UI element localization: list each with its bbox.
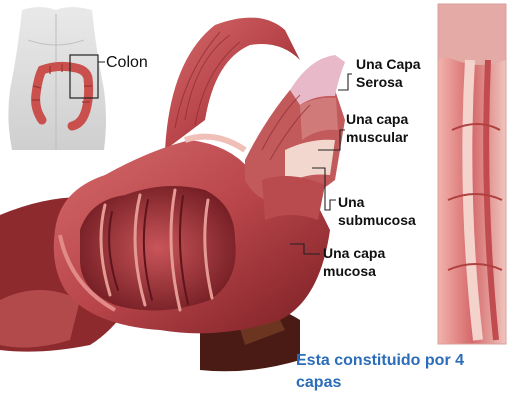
muscular-label-line-1: Una capa <box>346 110 408 128</box>
submucosa-label: Una submucosa <box>338 193 416 229</box>
muscular-label-line-2: muscular <box>346 128 408 146</box>
submucosa-label-line-1: Una <box>338 193 416 211</box>
mucosa-label-line-2: mucosa <box>323 262 385 280</box>
serosa-label-line-2: Serosa <box>356 73 421 91</box>
serosa-label: Una Capa Serosa <box>356 55 421 91</box>
caption: Esta constituido por 4 capas <box>296 350 464 394</box>
caption-line-2: capas <box>296 372 464 394</box>
colon-label: Colon <box>106 54 148 72</box>
mucosa-label-line-1: Una capa <box>323 244 385 262</box>
submucosa-label-line-2: submucosa <box>338 211 416 229</box>
torso-inset <box>4 4 108 154</box>
muscular-label: Una capa muscular <box>346 110 408 146</box>
serosa-label-line-1: Una Capa <box>356 55 421 73</box>
mucosa-label: Una capa mucosa <box>323 244 385 280</box>
caption-line-1: Esta constituido por 4 <box>296 350 464 372</box>
cross-section-panel <box>438 4 506 344</box>
